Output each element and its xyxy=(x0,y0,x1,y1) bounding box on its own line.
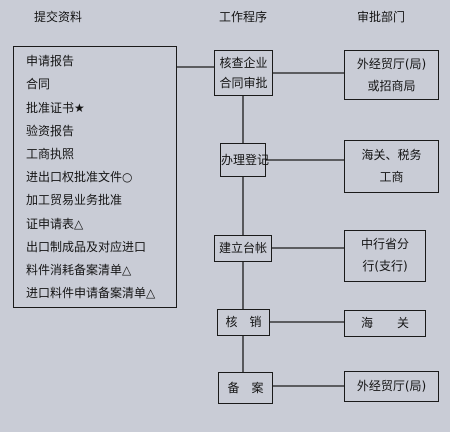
approver-label: 或招商局 xyxy=(367,79,416,93)
header-materials: 提交资料 xyxy=(34,10,83,24)
step-label: 核 销 xyxy=(225,315,262,329)
approver-customs: 海 关 xyxy=(344,310,426,337)
step-label: 建立台帐 xyxy=(218,241,267,255)
materials-box: 申请报告 合同 批准证书★ 验资报告 工商执照 进出口权批准文件○ 加工贸易业务… xyxy=(13,46,177,308)
step-verify-contract: 核查企业 合同审批 xyxy=(214,50,273,96)
header-approval: 审批部门 xyxy=(357,10,406,24)
step-label: 办理登记 xyxy=(221,153,270,167)
approver-foreign-trade-dept-filing: 外经贸厅(局) xyxy=(344,371,439,402)
approver-foreign-trade-dept: 外经贸厅(局) 或招商局 xyxy=(344,50,439,100)
material-item: 进出口权批准文件○ xyxy=(26,170,133,184)
header-procedure: 工作程序 xyxy=(219,10,268,24)
material-item: 工商执照 xyxy=(26,147,75,161)
material-item: 验资报告 xyxy=(26,124,75,138)
material-item: 申请报告 xyxy=(26,54,75,68)
approver-bank-of-china: 中行省分 行(支行) xyxy=(344,230,426,282)
step-establish-ledger: 建立台帐 xyxy=(214,235,272,262)
approver-label: 行(支行) xyxy=(362,259,408,273)
step-label: 合同审批 xyxy=(219,76,268,90)
step-label: 核查企业 xyxy=(219,56,268,70)
approver-label: 工商 xyxy=(379,170,404,184)
material-item: 证申请表△ xyxy=(26,217,84,231)
step-label: 备 案 xyxy=(227,381,264,395)
step-verification: 核 销 xyxy=(217,309,270,336)
step-filing: 备 案 xyxy=(218,372,273,404)
step-registration: 办理登记 xyxy=(220,143,270,177)
material-item: 出口制成品及对应进口 xyxy=(26,240,147,254)
material-item: 批准证书★ xyxy=(26,101,85,115)
approver-label: 海 关 xyxy=(360,316,409,330)
material-item: 料件消耗备案清单△ xyxy=(26,263,132,277)
approver-label: 外经贸厅(局) xyxy=(356,379,427,393)
approver-customs-tax: 海关、税务 工商 xyxy=(344,140,439,193)
approver-label: 中行省分 xyxy=(360,237,409,251)
material-item: 进口料件申请备案清单△ xyxy=(26,286,156,300)
material-item: 合同 xyxy=(26,77,51,91)
approver-label: 海关、税务 xyxy=(361,148,422,162)
material-item: 加工贸易业务批准 xyxy=(26,193,123,207)
approver-label: 外经贸厅(局) xyxy=(356,57,427,71)
